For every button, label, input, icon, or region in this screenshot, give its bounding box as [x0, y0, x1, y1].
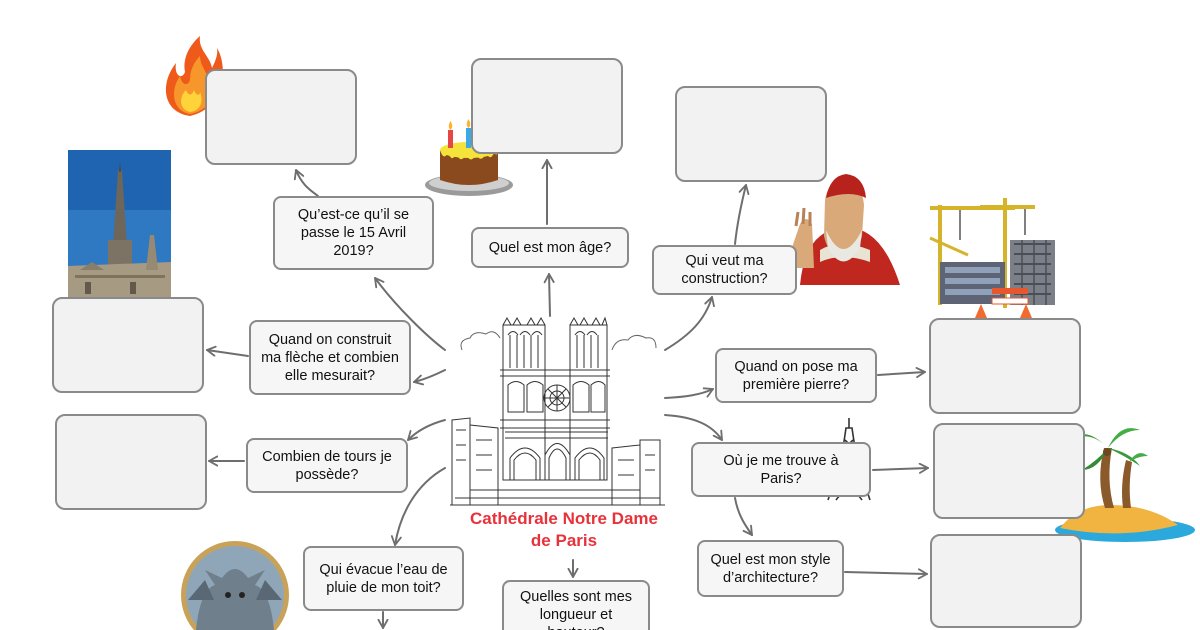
diagram-title: Cathédrale Notre Dame de Paris [469, 509, 658, 550]
answer-box-builder[interactable] [675, 86, 827, 182]
arrow-to-first-stone-question [664, 387, 714, 399]
arrow-to-age-question [543, 273, 555, 317]
arrow-spire-to-answer [206, 345, 249, 357]
answer-box-spire[interactable] [52, 297, 204, 393]
question-fire: Qu’est-ce qu’il se passe le 15 Avril 201… [273, 196, 434, 270]
question-dimensions: Quelles sont mes longueur et hauteur? [502, 580, 650, 630]
question-style: Quel est mon style d’architecture? [697, 540, 844, 597]
arrow-to-builder-question [664, 296, 715, 351]
answer-box-age[interactable] [471, 58, 623, 154]
gargoyle-icon [181, 541, 289, 630]
palm-island-icon [1055, 428, 1195, 542]
arrow-to-location-question [664, 414, 723, 441]
answer-box-location[interactable] [933, 423, 1085, 519]
question-age: Quel est mon âge? [471, 227, 629, 268]
question-location: Où je me trouve à Paris? [691, 442, 871, 497]
arrow-location-to-answer [872, 462, 929, 474]
question-spire: Quand on construit ma flèche et combien … [249, 320, 411, 395]
question-dimensions-clip: Quelles sont mes longueur et hauteur? [500, 580, 652, 630]
cathedral-drawing-icon [450, 316, 665, 506]
arrow-to-spire-question [413, 369, 446, 386]
spire-photo-icon [68, 150, 171, 297]
arrow-to-fire-question [374, 277, 446, 351]
question-first-stone: Quand on pose ma première pierre? [715, 348, 877, 403]
question-builder: Qui veut ma construction? [652, 245, 797, 295]
arrow-fire-to-answer [293, 169, 319, 197]
arrow-first-stone-to-answer [877, 367, 926, 379]
arrow-to-style-question [734, 497, 753, 536]
answer-box-first-stone[interactable] [929, 318, 1081, 414]
answer-box-fire[interactable] [205, 69, 357, 165]
arrow-to-gargoyle-question [390, 467, 446, 546]
answer-box-style[interactable] [930, 534, 1082, 628]
arrow-builder-to-answer [734, 184, 750, 245]
answer-box-towers[interactable] [55, 414, 207, 510]
question-gargoyle: Qui évacue l’eau de pluie de mon toit? [303, 546, 464, 611]
arrow-to-towers-question [407, 419, 446, 441]
pope-icon [785, 174, 900, 285]
question-towers: Combien de tours je possède? [246, 438, 408, 493]
arrow-style-to-answer [844, 568, 928, 580]
construction-site-icon [929, 198, 1055, 318]
